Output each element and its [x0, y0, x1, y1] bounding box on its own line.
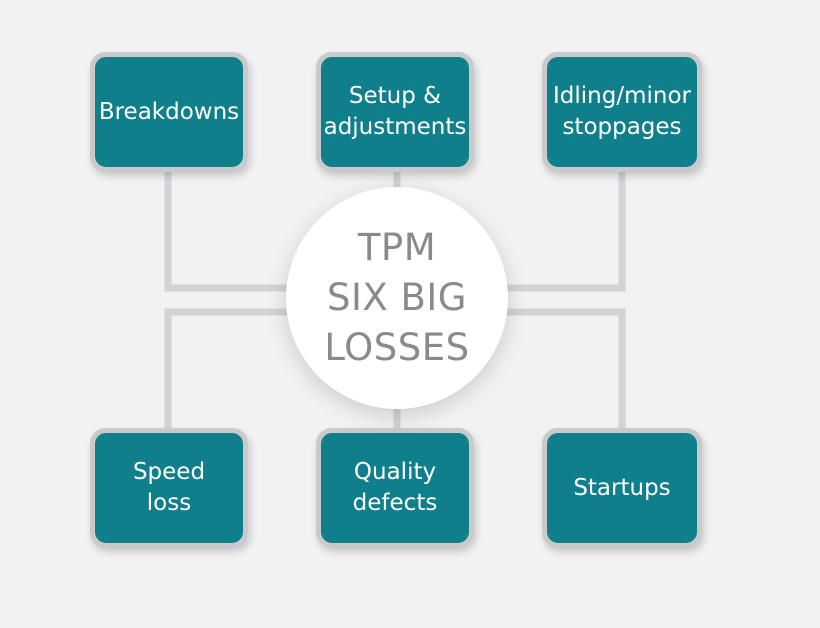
box-idling-minor-stoppages: Idling/minor stoppages [542, 52, 702, 172]
connector-speed [164, 308, 300, 432]
box-setup-adjustments: Setup & adjustments [316, 52, 474, 172]
connector-idling [495, 172, 626, 292]
box-startups-label: Startups [573, 474, 671, 501]
box-idling-minor-stoppages-label: Idling/minor stoppages [553, 83, 691, 140]
box-speed-loss: Speed loss [90, 428, 248, 548]
box-breakdowns: Breakdowns [90, 52, 248, 172]
box-startups: Startups [542, 428, 702, 548]
center-title: TPM SIX BIG LOSSES [324, 226, 470, 369]
center-circle: TPM SIX BIG LOSSES [286, 187, 508, 409]
box-speed-loss-label: Speed loss [132, 459, 206, 516]
box-quality-defects: Quality defects [316, 428, 474, 548]
connector-breakdowns [164, 172, 300, 292]
connector-startups [495, 308, 626, 432]
box-breakdowns-label: Breakdowns [98, 98, 240, 125]
box-setup-adjustments-label: Setup & adjustments [323, 83, 467, 140]
box-quality-defects-label: Quality defects [352, 459, 438, 516]
